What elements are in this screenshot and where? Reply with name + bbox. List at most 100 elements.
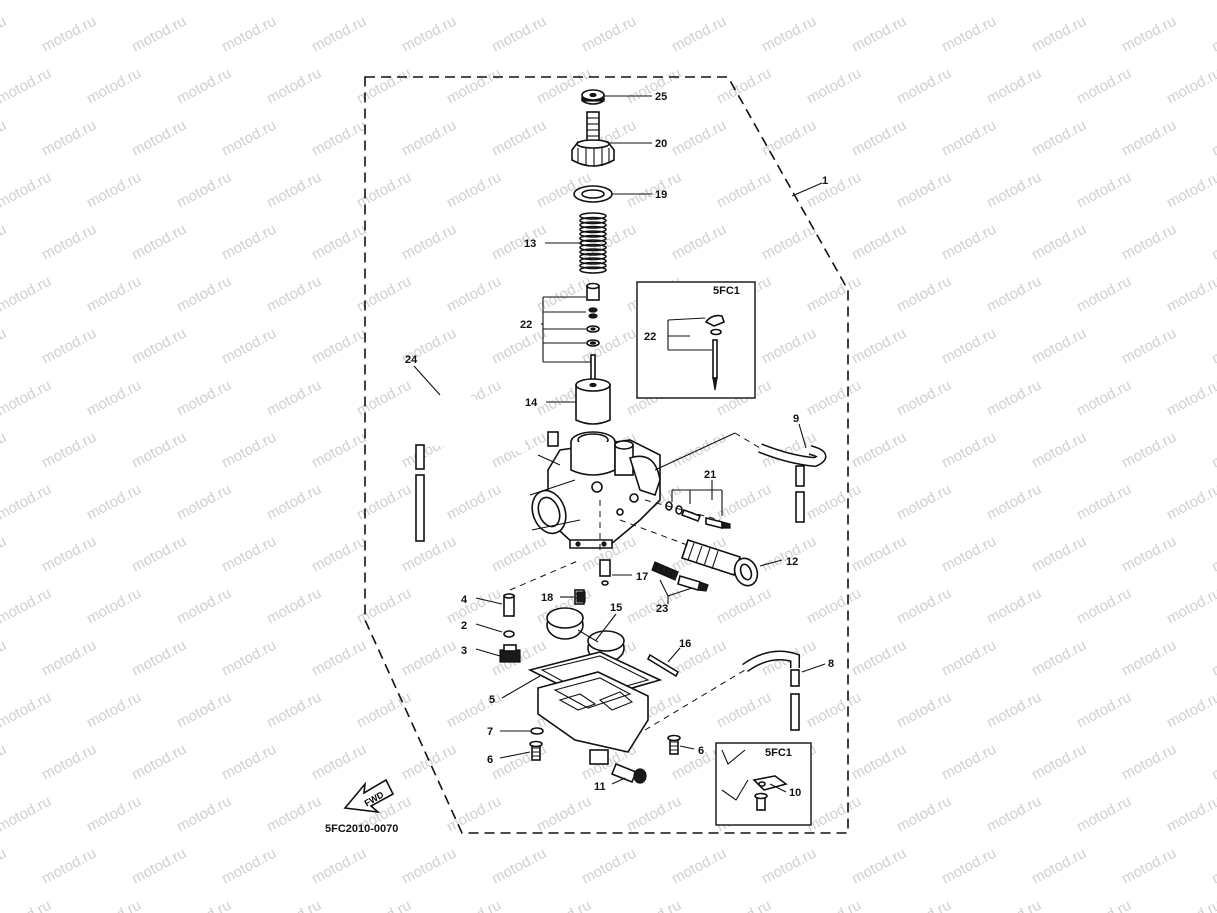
watermark-text: motod.ru (129, 325, 189, 368)
watermark-text: motod.ru (84, 169, 144, 212)
watermark-text: motod.ru (309, 845, 369, 888)
part-cap[interactable] (581, 89, 605, 105)
watermark-text: motod.ru (804, 585, 864, 628)
part-needle-jet[interactable] (503, 593, 515, 617)
part-screw-left[interactable] (529, 740, 543, 761)
part-screw-right[interactable] (667, 734, 681, 755)
spring-coil (579, 230, 607, 238)
watermark-text: motod.ru (669, 13, 729, 56)
watermark-text: motod.ru (1164, 585, 1217, 628)
spring-coil (579, 221, 607, 229)
watermark-text: motod.ru (984, 273, 1044, 316)
part-washer[interactable] (573, 185, 613, 203)
watermark-text: motod.ru (804, 377, 864, 420)
callout-16: 16 (679, 638, 691, 650)
watermark-text: motod.ru (174, 169, 234, 212)
watermark-text: motod.ru (309, 533, 369, 576)
part-pilot-screw-set[interactable] (665, 501, 731, 530)
watermark-text: motod.ru (759, 533, 819, 576)
watermark-text: motod.ru (354, 273, 414, 316)
watermark-text: motod.ru (309, 741, 369, 784)
watermark-text: motod.ru (354, 585, 414, 628)
watermark-text: motod.ru (129, 117, 189, 160)
watermark-text: motod.ru (84, 585, 144, 628)
watermark-text: motod.ru (849, 221, 909, 264)
watermark-text: motod.ru (1164, 377, 1217, 420)
watermark-text: motod.ru (264, 65, 324, 108)
watermark-text: motod.ru (399, 637, 459, 680)
watermark-text: motod.ru (1029, 741, 1089, 784)
watermark-text: motod.ru (174, 273, 234, 316)
watermark-text: motod.ru (1164, 793, 1217, 836)
part-small-washer[interactable] (530, 727, 544, 735)
part-o-ring[interactable] (503, 630, 515, 638)
watermark-text: motod.ru (939, 221, 999, 264)
callout-21: 21 (704, 469, 716, 481)
watermark-text: motod.ru (1209, 221, 1217, 264)
watermark-text: motod.ru (1029, 637, 1089, 680)
watermark-text: motod.ru (0, 481, 54, 524)
watermark-text: motod.ru (1209, 117, 1217, 160)
callout-18: 18 (541, 592, 553, 604)
callout-22-inset: 22 (644, 331, 656, 343)
watermark-text: motod.ru (444, 585, 504, 628)
watermark-text: motod.ru (714, 897, 774, 913)
part-spring[interactable] (579, 212, 607, 274)
part-top-nut[interactable] (571, 111, 615, 167)
watermark-text: motod.ru (1119, 741, 1179, 784)
watermark-text: motod.ru (804, 273, 864, 316)
watermark-text: motod.ru (84, 689, 144, 732)
watermark-text: motod.ru (849, 533, 909, 576)
part-vent-pipe-left[interactable] (415, 396, 529, 542)
watermark-text: motod.ru (714, 585, 774, 628)
watermark-text: motod.ru (1029, 221, 1089, 264)
spring-coil (579, 257, 607, 265)
part-carburetor-body[interactable] (526, 431, 661, 549)
watermark-text: motod.ru (714, 169, 774, 212)
watermark-text: motod.ru (174, 481, 234, 524)
part-air-screw-set[interactable] (651, 561, 709, 592)
watermark-text: motod.ru (489, 325, 549, 368)
watermark-text: motod.ru (1209, 13, 1217, 56)
watermark-text: motod.ru (939, 637, 999, 680)
watermark-text: motod.ru (84, 481, 144, 524)
watermark-text: motod.ru (1029, 533, 1089, 576)
watermark-text: motod.ru (1074, 0, 1134, 4)
watermark-text: motod.ru (39, 845, 99, 888)
part-float-bowl[interactable] (527, 651, 663, 765)
watermark-text: motod.ru (39, 533, 99, 576)
watermark-text: motod.ru (129, 221, 189, 264)
watermark-text: motod.ru (0, 273, 54, 316)
watermark-text: motod.ru (1209, 533, 1217, 576)
watermark-text: motod.ru (219, 637, 279, 680)
watermark-text: motod.ru (534, 793, 594, 836)
watermark-text: motod.ru (894, 481, 954, 524)
part-drain-bolt[interactable] (610, 762, 647, 784)
part-overflow-pipe[interactable] (742, 650, 800, 731)
watermark-text: motod.ru (1164, 481, 1217, 524)
watermark-text: motod.ru (0, 325, 9, 368)
part-throttle-stop-screw[interactable] (680, 538, 761, 589)
watermark-text: motod.ru (0, 0, 54, 4)
watermark-text: motod.ru (84, 65, 144, 108)
watermark-text: motod.ru (0, 689, 54, 732)
watermark-text: motod.ru (1209, 845, 1217, 888)
watermark-text: motod.ru (1164, 897, 1217, 913)
watermark-text: motod.ru (264, 793, 324, 836)
part-needle-set[interactable] (586, 282, 600, 388)
part-throttle-slide[interactable] (575, 378, 611, 425)
part-vent-pipe-right[interactable] (758, 443, 827, 523)
watermark-text: motod.ru (1119, 221, 1179, 264)
part-pilot-jet[interactable] (599, 559, 611, 586)
part-drain-plug[interactable] (499, 644, 521, 663)
spring-coil (579, 225, 607, 234)
watermark-text: motod.ru (39, 637, 99, 680)
callout-23: 23 (656, 603, 668, 615)
watermark-text: motod.ru (804, 689, 864, 732)
watermark-text: motod.ru (1119, 845, 1179, 888)
watermark-text: motod.ru (219, 741, 279, 784)
part-float-pin[interactable] (646, 653, 680, 678)
watermark-text: motod.ru (399, 221, 459, 264)
callout-10: 10 (789, 787, 801, 799)
watermark-text: motod.ru (84, 0, 144, 4)
